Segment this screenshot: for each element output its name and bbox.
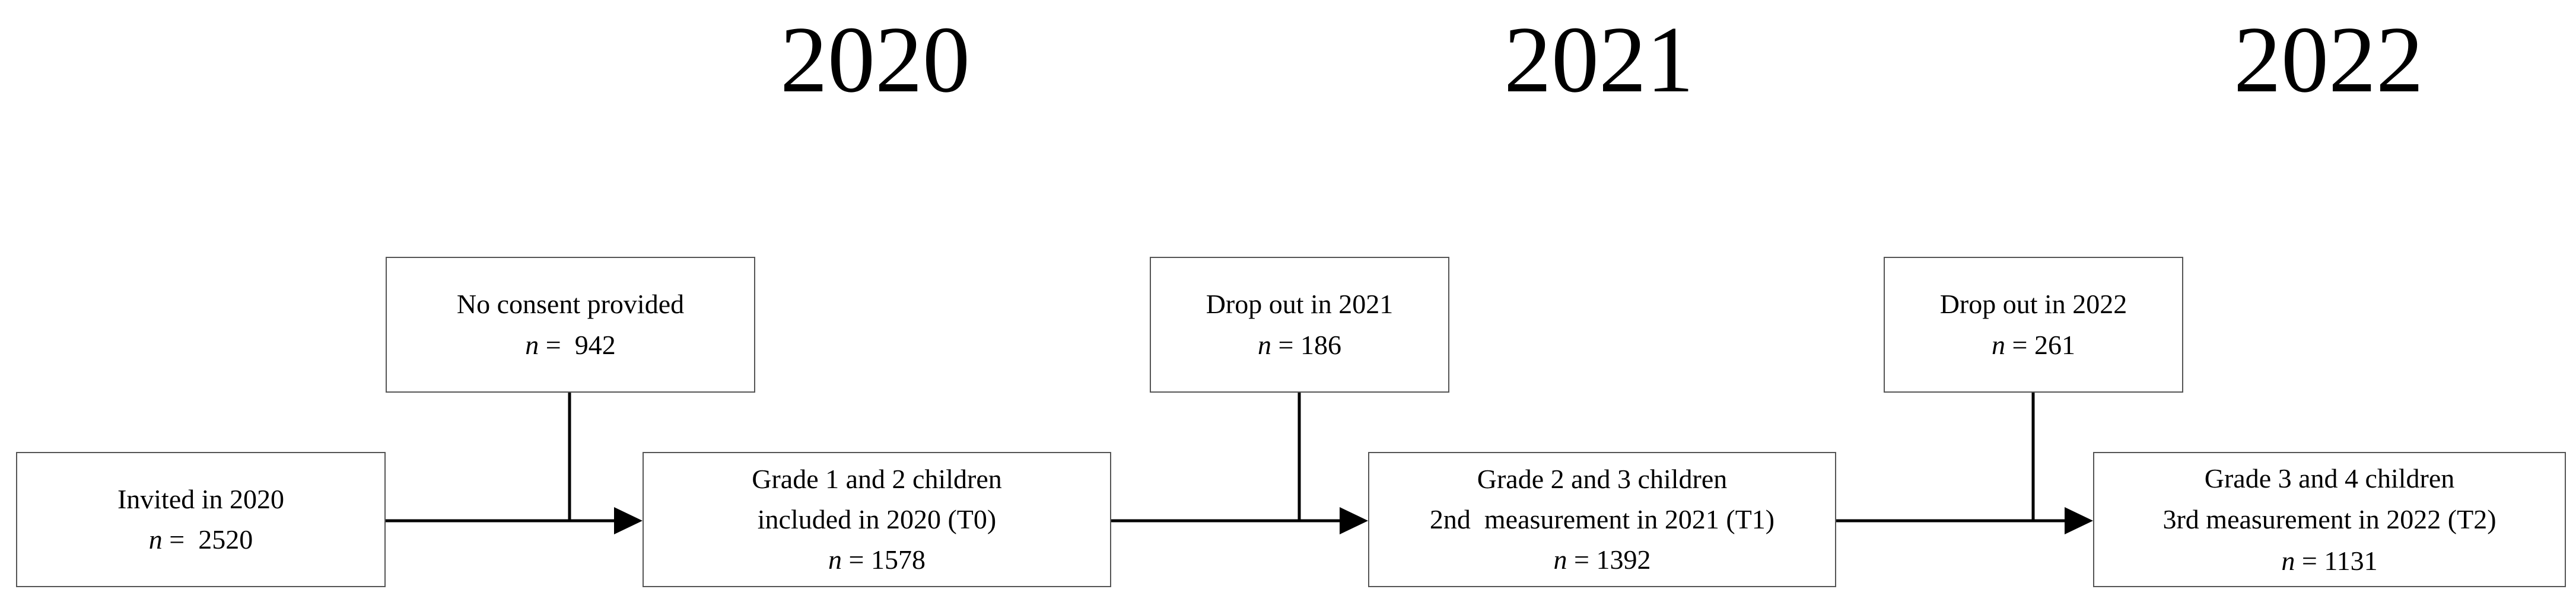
no-consent-label: No consent provided (456, 289, 685, 320)
grade-3-4-count: n = 1131 (2281, 544, 2377, 577)
invited-n-symbol: n (148, 524, 163, 555)
grade-1-2-box: Grade 1 and 2 children included in 2020 … (643, 452, 1111, 587)
no-consent-count: n = 942 (525, 325, 615, 365)
year-heading-2020: 2020 (780, 7, 970, 112)
grade-2-3-line2: 2nd measurement in 2021 (T1) (1429, 504, 1775, 534)
dropout-2021-box: Drop out in 2021 n = 186 (1150, 257, 1449, 393)
dropout-2022-label: Drop out in 2022 (1939, 289, 2127, 320)
grade-1-2-n-symbol: n (828, 544, 842, 575)
no-consent-box: No consent provided n = 942 (386, 257, 755, 393)
invited-n-value: = 2520 (162, 524, 253, 555)
grade-3-4-n-value: = 1131 (2295, 546, 2378, 576)
year-heading-2021: 2021 (1504, 7, 1694, 112)
dropout-2021-count: n = 186 (1258, 325, 1341, 365)
dropout-2022-count: n = 261 (1992, 325, 2075, 365)
grade-1-2-line2: included in 2020 (T0) (757, 504, 997, 534)
year-heading-2022: 2022 (2234, 7, 2424, 112)
grade-2-3-box: Grade 2 and 3 children 2nd measurement i… (1368, 452, 1836, 587)
grade-3-4-box: Grade 3 and 4 children 3rd measurement i… (2093, 452, 2566, 587)
grade-1-2-line1: Grade 1 and 2 children (752, 463, 1002, 494)
grade-2-3-n-value: = 1392 (1567, 544, 1651, 575)
invited-count: n = 2520 (149, 520, 253, 560)
grade-3-4-n-symbol: n (2281, 546, 2295, 576)
invited-box: Invited in 2020 n = 2520 (16, 452, 386, 587)
grade-3-4-line1: Grade 3 and 4 children (2204, 463, 2455, 493)
arrowhead-3 (2065, 507, 2093, 534)
grade-2-3-count: n = 1392 (1554, 540, 1651, 580)
grade-1-2-n-value: = 1578 (842, 544, 926, 575)
dropout-2021-n-value: = 186 (1271, 329, 1341, 360)
dropout-2021-label: Drop out in 2021 (1206, 289, 1394, 320)
no-consent-n-value: = 942 (539, 329, 616, 360)
grade-2-3-line1: Grade 2 and 3 children (1477, 463, 1728, 494)
dropout-2022-n-value: = 261 (2005, 329, 2075, 360)
arrowhead-2 (1340, 507, 1368, 534)
grade-2-3-n-symbol: n (1553, 544, 1567, 575)
invited-label: Invited in 2020 (117, 483, 285, 514)
dropout-2021-n-symbol: n (1258, 329, 1272, 360)
no-consent-n-symbol: n (525, 329, 539, 360)
grade-1-2-count: n = 1578 (828, 540, 926, 580)
arrowhead-1 (614, 507, 643, 534)
dropout-2022-n-symbol: n (1992, 329, 2006, 360)
dropout-2022-box: Drop out in 2022 n = 261 (1884, 257, 2183, 393)
grade-3-4-line2: 3rd measurement in 2022 (T2) (2162, 504, 2497, 535)
